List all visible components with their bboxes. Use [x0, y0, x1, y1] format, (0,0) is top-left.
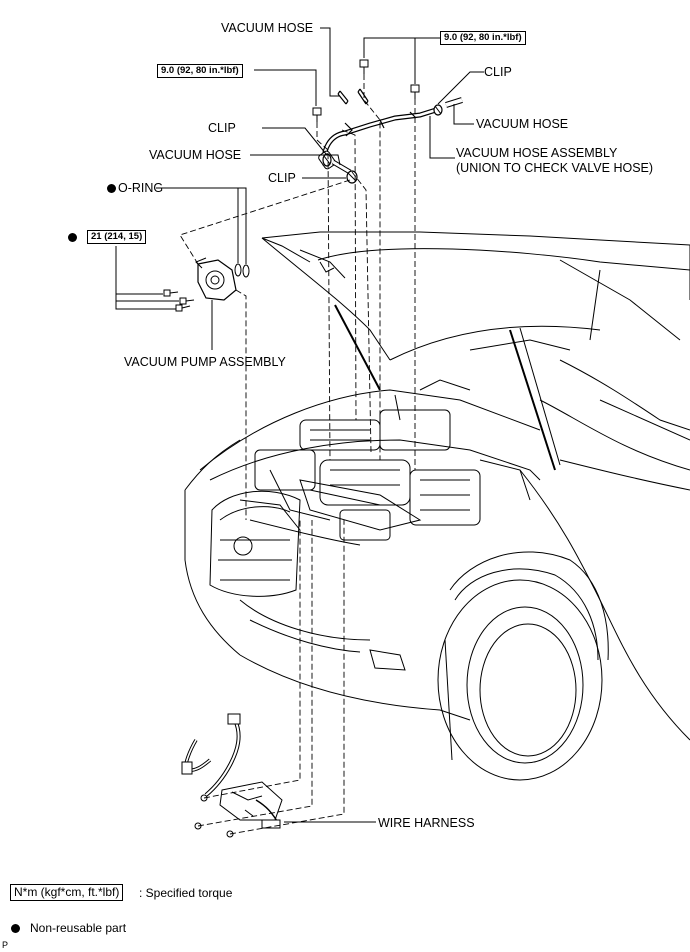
legend-torque-units-box: N*m (kgf*cm, ft.*lbf)	[10, 884, 124, 901]
clip-left-label: CLIP	[208, 121, 236, 135]
vacuum-hose-right-part	[445, 97, 463, 108]
vacuum-hose-right-label: VACUUM HOSE	[476, 117, 569, 131]
bolt-left-hose	[312, 107, 322, 122]
clip-mid-label: CLIP	[268, 171, 296, 185]
vacuum-hose-assembly-label-2: (UNION TO CHECK VALVE HOSE)	[456, 161, 654, 175]
legend-non-reusable-label: Non-reusable part	[30, 921, 127, 935]
wire-harness-label: WIRE HARNESS	[378, 816, 475, 830]
pump-bolts	[163, 289, 195, 312]
clip-right-part	[433, 104, 443, 116]
alignment-lines	[179, 74, 416, 835]
vacuum-hose-left-label: VACUUM HOSE	[149, 148, 242, 162]
torque-top-box: 9.0 (92, 80 in.*lbf)	[440, 31, 526, 45]
vacuum-hose-assembly-part	[321, 107, 437, 166]
bolt-top-right	[410, 84, 420, 99]
torque-left-box: 9.0 (92, 80 in.*lbf)	[157, 64, 243, 78]
vacuum-hose-top-label: VACUUM HOSE	[221, 21, 314, 35]
non-reusable-dot-pump	[68, 233, 77, 242]
o-ring-label: O-RING	[118, 181, 164, 195]
legend-non-reusable-dot	[11, 924, 20, 933]
vacuum-hose-top-part	[337, 88, 369, 105]
vacuum-hose-left-part	[318, 150, 352, 175]
bolt-top-left	[359, 59, 369, 74]
non-reusable-dot-o-ring	[107, 184, 116, 193]
legend-torque-desc: : Specified torque	[139, 886, 233, 900]
vacuum-hose-assembly-label-1: VACUUM HOSE ASSEMBLY	[456, 146, 618, 160]
car-illustration	[184, 231, 690, 781]
o-ring-part	[234, 263, 250, 278]
vacuum-pump-part	[195, 257, 237, 301]
vacuum-pump-assembly-label: VACUUM PUMP ASSEMBLY	[124, 355, 286, 369]
leader-lines	[115, 27, 484, 823]
clip-left-part	[322, 153, 332, 167]
corner-mark: P	[2, 940, 9, 950]
wire-harness-part	[181, 713, 283, 838]
torque-pump-box: 21 (214, 15)	[87, 230, 147, 244]
clip-right-label: CLIP	[484, 65, 512, 79]
